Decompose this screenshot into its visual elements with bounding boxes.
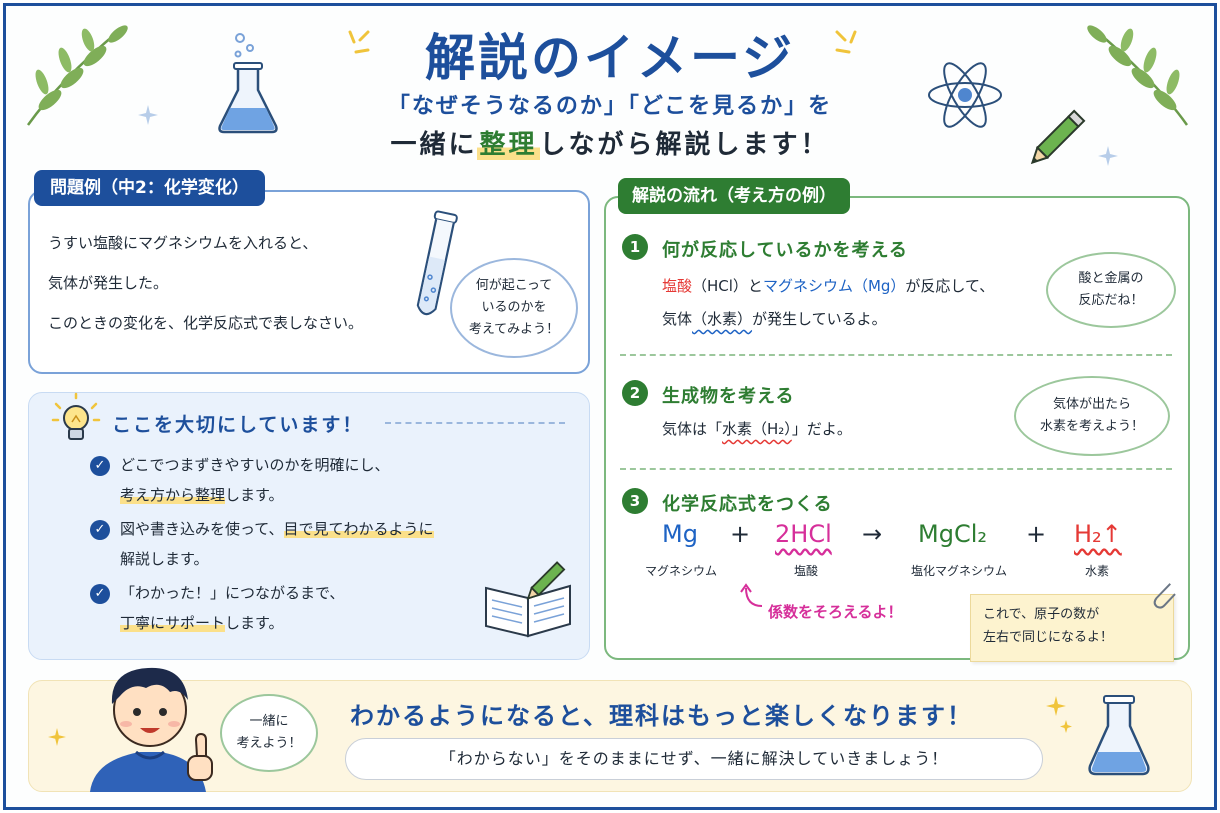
care-heading: ここを大切にしています！ bbox=[112, 414, 364, 436]
flask-icon bbox=[218, 33, 278, 134]
care-item-line: 考え方から整理します。 bbox=[120, 484, 284, 505]
step-number: 2 bbox=[622, 380, 648, 406]
step-title: 化学反応式をつくる bbox=[662, 494, 833, 515]
test-tube-icon bbox=[416, 210, 458, 316]
care-item-highlight: 丁寧にサポート bbox=[120, 614, 226, 632]
bubble-line: 気体が出たら bbox=[1052, 396, 1131, 412]
problem-line: うすい塩酸にマグネシウムを入れると、 bbox=[48, 234, 318, 252]
care-item-text: 図や書き込みを使って、 bbox=[120, 520, 284, 538]
equation-plus: + bbox=[1026, 520, 1047, 548]
problem-tab: 問題例（中2：化学変化） bbox=[34, 170, 265, 206]
bubble-line: 考えよう！ bbox=[236, 736, 302, 751]
lightbulb-icon bbox=[51, 392, 101, 440]
student-avatar-icon bbox=[90, 667, 213, 792]
accent-rays-left-icon bbox=[348, 30, 370, 54]
care-item-line: どこでつまずきやすいのかを明確にし、 bbox=[120, 456, 390, 474]
bubble-line: 水素を考えよう！ bbox=[1039, 419, 1144, 434]
check-icon: ✓ bbox=[90, 584, 110, 604]
care-item-line: 丁寧にサポートします。 bbox=[120, 612, 284, 633]
subtitle-line1: 「なぜそうなるのか」「どこを見るか」を bbox=[387, 94, 833, 119]
step-text-part: 」だよ。 bbox=[791, 420, 852, 438]
equation-plus: + bbox=[730, 520, 751, 548]
accent-rays-right-icon bbox=[835, 30, 857, 54]
step-number: 1 bbox=[622, 234, 648, 260]
equation-label: 水素 bbox=[1084, 564, 1109, 578]
pencil-icon bbox=[1030, 109, 1086, 165]
step-text: 気体（水素）が発生しているよ。 bbox=[662, 308, 887, 329]
equation-label: 塩化マグネシウム bbox=[910, 564, 1007, 578]
care-item-line: 「わかった！」につながるまで、 bbox=[120, 584, 345, 602]
subtitle-text: しながら解説します！ bbox=[539, 130, 830, 160]
step2-speech-bubble: 気体が出たら水素を考えよう！ bbox=[1014, 376, 1170, 456]
step-text-part: （HCl）と bbox=[692, 277, 763, 295]
equation-mg: Mg bbox=[662, 520, 698, 548]
equation-arrow: → bbox=[862, 520, 883, 548]
sticky-line: 左右で同じになるよ！ bbox=[983, 630, 1114, 646]
bubble-line: 一緒に bbox=[249, 713, 289, 729]
step-text: 気体は「水素（H₂）」だよ。 bbox=[662, 418, 852, 439]
step-text-part: 気体 bbox=[662, 310, 693, 328]
subtitle-text: 一緒に bbox=[390, 130, 478, 160]
leaf-branch-right-icon bbox=[1087, 25, 1189, 126]
atom-icon bbox=[928, 62, 1002, 128]
step-title: 生成物を考える bbox=[662, 386, 795, 407]
sparkle-icon bbox=[48, 728, 66, 746]
curved-arrow-icon bbox=[740, 583, 763, 607]
flow-tab: 解説の流れ（考え方の例） bbox=[618, 178, 850, 214]
equation-mgcl2: MgCl₂ bbox=[918, 520, 987, 548]
problem-speech-bubble: 何が起こっているのかを考えてみよう！ bbox=[450, 258, 578, 358]
bottom-message: わかるようになると、理科はもっと楽しくなります！ bbox=[350, 702, 974, 730]
care-item-line: 解説します。 bbox=[120, 550, 209, 568]
bubble-line: 酸と金属の bbox=[1078, 270, 1144, 286]
care-item-text: します。 bbox=[225, 486, 284, 504]
check-icon: ✓ bbox=[90, 520, 110, 540]
check-icon: ✓ bbox=[90, 456, 110, 476]
care-item-highlight: 考え方から整理 bbox=[120, 486, 226, 504]
bottom-speech-bubble: 一緒に考えよう！ bbox=[220, 694, 318, 772]
step-title: 何が反応しているかを考える bbox=[662, 240, 908, 261]
subtitle-line2: 一緒に整理しながら解説します！ bbox=[0, 124, 1220, 161]
care-item-highlight: 目で見てわかるように bbox=[283, 520, 434, 538]
step-text: 塩酸（HCl）とマグネシウム（Mg）が反応して、 bbox=[662, 275, 994, 296]
care-divider bbox=[385, 422, 565, 424]
notebook-icon bbox=[485, 561, 571, 638]
step-text-part: 気体は「 bbox=[662, 420, 723, 438]
step-text-part: が発生しているよ。 bbox=[752, 310, 887, 328]
equation-label: 塩酸 bbox=[793, 564, 818, 578]
hydrogen-term: （水素） bbox=[692, 310, 753, 328]
hydrogen-term: 水素（H₂） bbox=[722, 420, 792, 438]
care-item-text: します。 bbox=[225, 614, 284, 632]
sticky-note: これで、原子の数が 左右で同じになるよ！ bbox=[970, 594, 1174, 662]
sparkle-icon bbox=[1098, 146, 1118, 166]
bubble-line: 何が起こって bbox=[475, 277, 553, 293]
mg-term: マグネシウム（Mg） bbox=[762, 277, 906, 295]
paperclip-icon bbox=[1153, 583, 1176, 609]
page-title: 解説のイメージ bbox=[425, 29, 795, 87]
subtitle-highlight: 整理 bbox=[477, 130, 540, 160]
step-divider bbox=[620, 354, 1172, 356]
flask-icon bbox=[1088, 695, 1150, 776]
problem-line: このときの変化を、化学反応式で表しなさい。 bbox=[48, 314, 364, 332]
bottom-pill-message: 「わからない」をそのままにせず、一緒に解決していきましょう！ bbox=[345, 738, 1043, 780]
care-item-line: 図や書き込みを使って、目で見てわかるように bbox=[120, 518, 434, 539]
bubble-line: いるのかを bbox=[481, 299, 547, 315]
problem-line: 気体が発生した。 bbox=[48, 274, 169, 292]
leaf-branch-left-icon bbox=[26, 25, 128, 126]
coefficient-note: 係数をそろえるよ！ bbox=[768, 603, 903, 621]
step-text-part: が反応して、 bbox=[905, 277, 995, 295]
equation-label: マグネシウム bbox=[644, 564, 717, 578]
equation-h2: H₂↑ bbox=[1074, 520, 1122, 548]
step1-speech-bubble: 酸と金属の反応だね！ bbox=[1046, 252, 1176, 328]
hcl-term: 塩酸 bbox=[662, 277, 693, 295]
equation-hcl: 2HCl bbox=[775, 520, 832, 548]
sparkle-icon bbox=[138, 105, 158, 125]
sparkle-icon bbox=[1046, 696, 1072, 733]
sticky-line: これで、原子の数が bbox=[983, 607, 1100, 622]
step-divider bbox=[620, 468, 1172, 470]
bubble-line: 考えてみよう！ bbox=[468, 322, 560, 338]
step-number: 3 bbox=[622, 488, 648, 514]
bubble-line: 反応だね！ bbox=[1078, 293, 1144, 308]
